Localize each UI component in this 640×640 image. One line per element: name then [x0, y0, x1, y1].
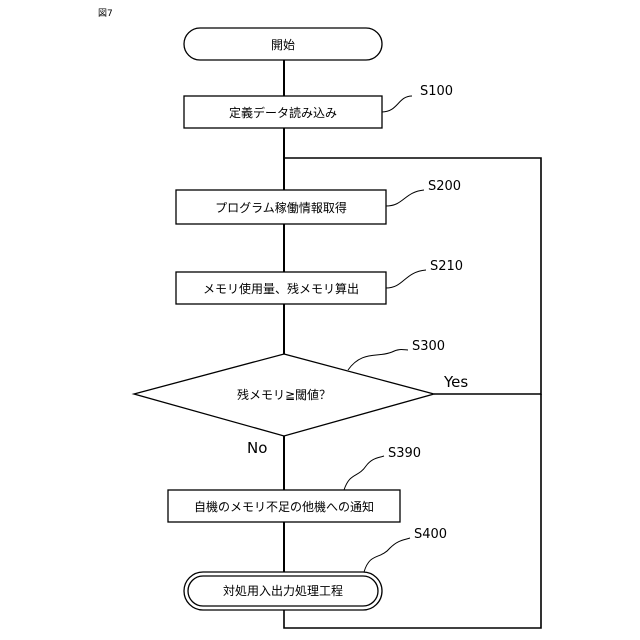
- handling-label: 対処用入出力処理工程: [223, 583, 343, 598]
- no-label: No: [247, 439, 267, 457]
- step-s210: S210: [430, 259, 463, 274]
- leader-s390: [344, 456, 384, 490]
- decision-label: 残メモリ≧閾値？: [237, 387, 331, 402]
- start-label: 開始: [271, 38, 295, 52]
- step-s100: S100: [420, 84, 453, 99]
- start-terminator: 開始: [184, 28, 382, 60]
- process-memory-calc: メモリ使用量、残メモリ算出: [176, 272, 386, 304]
- decision-diamond: 残メモリ≧閾値？: [134, 354, 434, 436]
- define-data-label: 定義データ読み込み: [229, 105, 337, 120]
- handling-terminator: 対処用入出力処理工程: [184, 572, 382, 610]
- leader-s200: [386, 190, 424, 206]
- process-program-info: プログラム稼働情報取得: [176, 190, 386, 224]
- step-s390: S390: [388, 446, 421, 461]
- program-info-label: プログラム稼働情報取得: [215, 200, 347, 215]
- figure-label: 図7: [98, 8, 113, 19]
- leader-s210: [386, 270, 426, 288]
- step-s300: S300: [412, 339, 445, 354]
- yes-label: Yes: [443, 373, 468, 391]
- notify-label: 自機のメモリ不足の他機への通知: [194, 499, 374, 514]
- leader-s400: [364, 538, 410, 572]
- process-define-data: 定義データ読み込み: [184, 96, 382, 128]
- leader-s300: [348, 350, 408, 371]
- memory-calc-label: メモリ使用量、残メモリ算出: [203, 281, 359, 296]
- step-s200: S200: [428, 179, 461, 194]
- process-notify: 自機のメモリ不足の他機への通知: [168, 490, 400, 522]
- leader-s100: [382, 96, 412, 112]
- step-s400: S400: [414, 527, 447, 542]
